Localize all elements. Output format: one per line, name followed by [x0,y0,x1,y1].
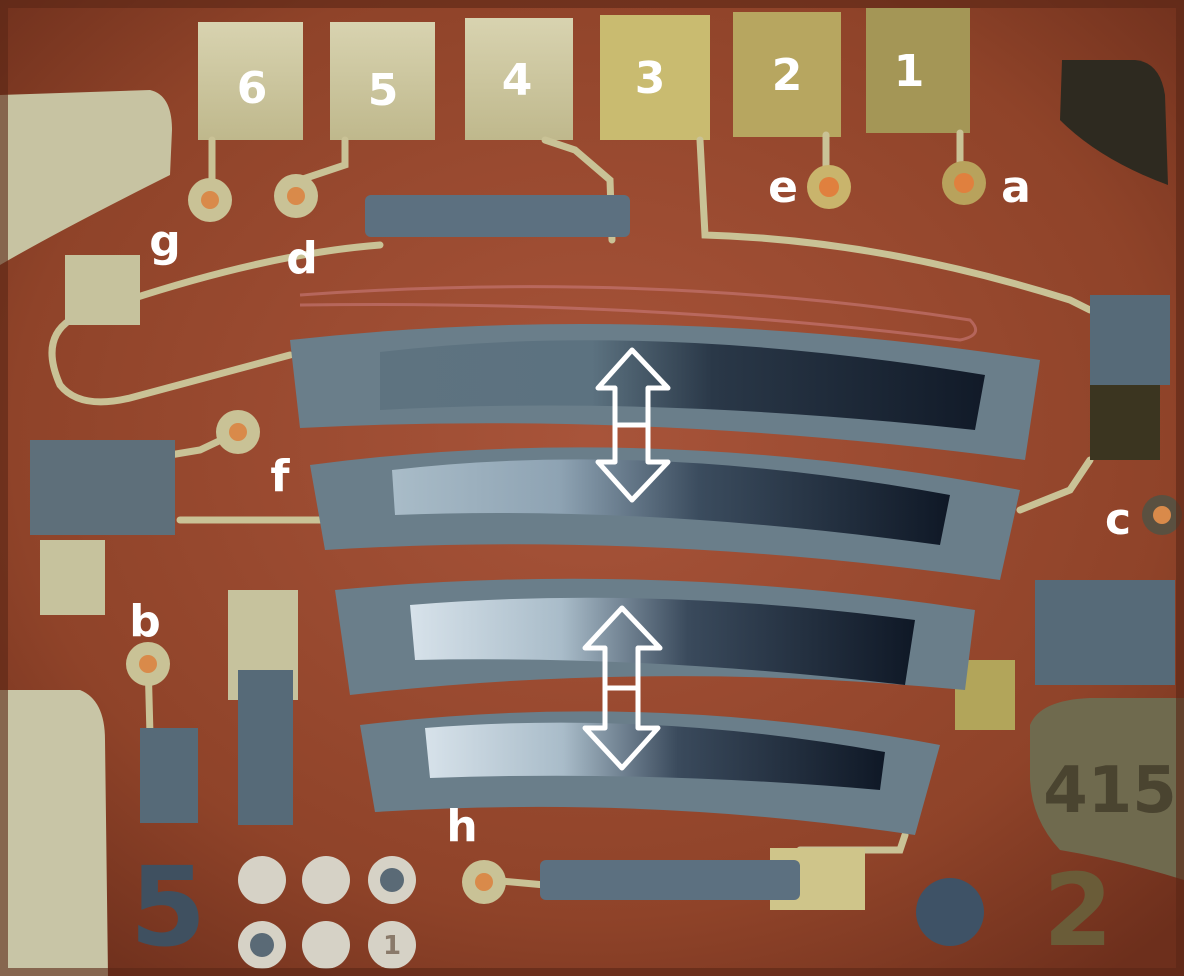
trace-3 [696,136,1094,314]
resistor-left [30,440,175,535]
via-b [126,642,170,686]
label-e: e [768,162,798,213]
label-h: h [446,801,477,852]
dot-3-center [380,868,404,892]
strip-4-film [425,722,885,790]
trace-c [1016,456,1094,514]
via-h [462,860,506,904]
silkscreen-right-number: 2 [1043,852,1113,969]
dot-4-center [250,933,274,957]
via-c [1142,495,1182,535]
dark-pad-top-right [1060,60,1168,185]
pad-label-1: 1 [894,46,925,97]
pad-3 [600,15,710,140]
pad-left-top [65,255,140,325]
copper-area-top-left [0,90,172,265]
pad-2 [733,12,841,137]
pad-6 [198,22,303,140]
resistor-top-bar [365,195,630,237]
via-e [807,165,851,209]
arrow-down-2 [582,685,661,771]
silkscreen-corner-code: 415 [1043,754,1177,828]
pad-1 [866,8,970,133]
dot-6 [368,921,416,969]
pad-5 [330,22,435,140]
resistor-right-top [1090,295,1170,385]
resistor-bottom-bar [540,860,800,900]
dot-1 [238,856,286,904]
resistor-right-mid [1035,580,1175,685]
label-b: b [129,596,161,647]
label-g: g [149,216,181,267]
resistor-bottom-left-1 [140,728,198,823]
pad-label-4: 4 [502,55,533,106]
pad-label-5: 5 [368,65,399,116]
strip-3-film [410,597,915,685]
label-a: a [1001,162,1031,213]
pad-label-3: 3 [635,53,666,104]
pad-left-mid [40,540,105,615]
copper-area-bottom-right [1030,698,1184,880]
connector-pads [198,8,970,140]
bottom-dots [238,856,984,969]
via-g [188,178,232,222]
via-a [942,161,986,205]
label-d: d [286,233,318,284]
dot-2 [302,856,350,904]
silkscreen-left-number: 5 [130,843,207,971]
pad-4 [465,18,573,140]
engraved-line [299,285,978,342]
vias [126,161,1182,904]
via-f [216,410,260,454]
resistor-bottom-left-2 [238,670,293,825]
silkscreen-dot-number: 1 [383,931,401,961]
strip-1-film [380,340,985,430]
pad-label-6: 6 [237,63,268,114]
pad-number-labels: 6 5 4 3 2 1 [237,46,925,116]
label-f: f [270,451,290,502]
dot-large-blue [916,878,984,946]
label-c: c [1105,494,1131,545]
arrows [582,347,671,771]
point-labels: a b c d e f g h [129,162,1131,852]
arrow-down-1 [595,422,671,503]
dot-5 [302,921,350,969]
via-d [274,174,318,218]
sensing-strips [290,324,1040,835]
copper-area-bottom-left [0,690,108,976]
pad-right-dark [1090,385,1160,460]
trace-d [296,136,349,184]
pad-label-2: 2 [772,50,803,101]
strip-2-film [392,459,950,545]
